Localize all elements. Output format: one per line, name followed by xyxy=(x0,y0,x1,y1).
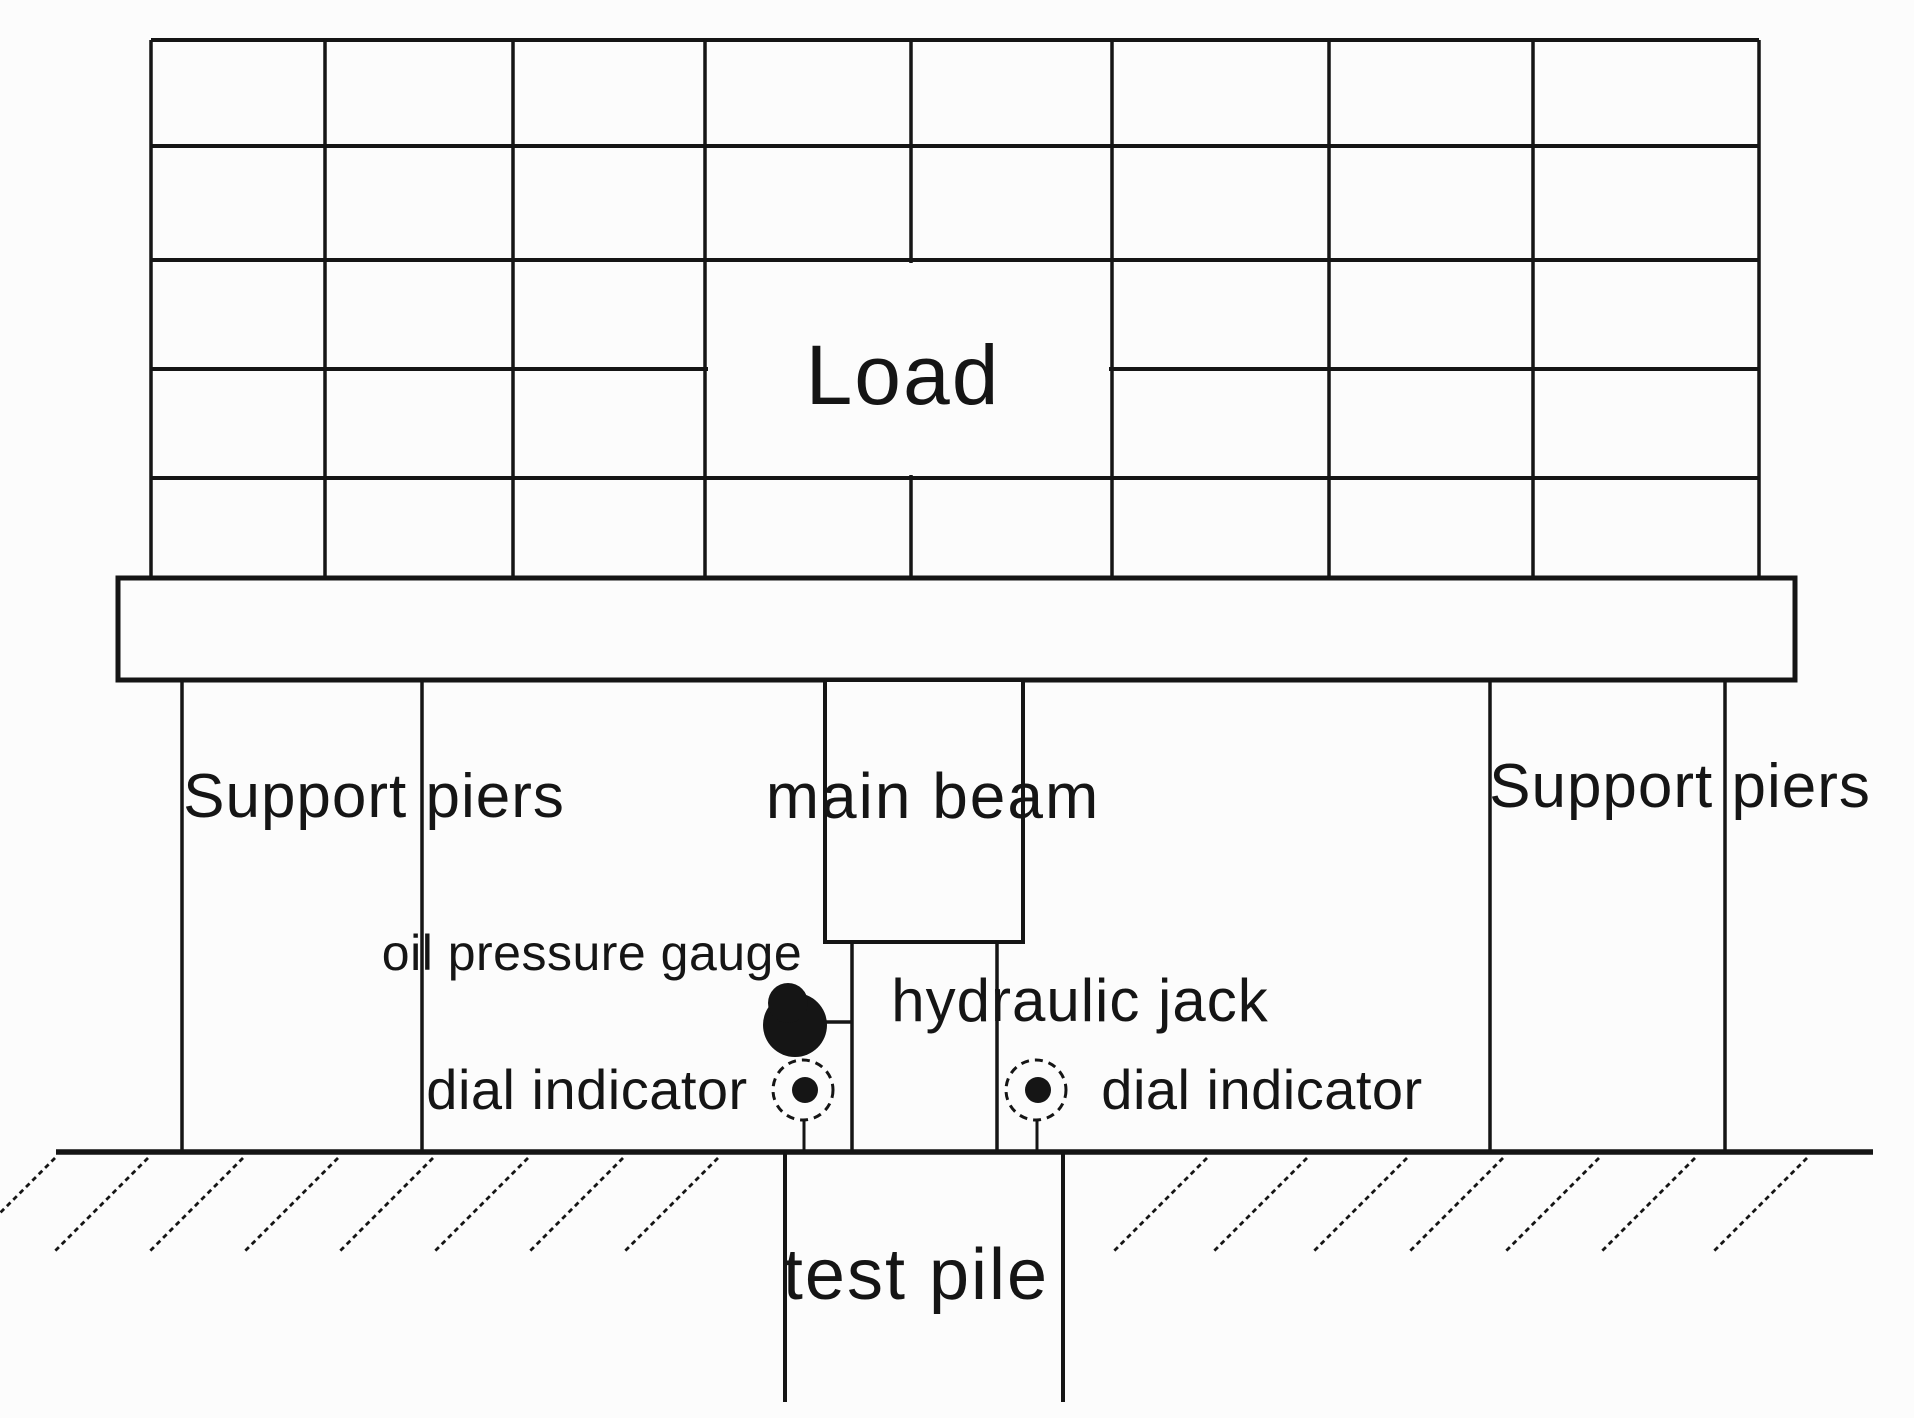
hatch-mark xyxy=(1312,1157,1408,1253)
dial-indicator-right-icon xyxy=(1004,1058,1068,1152)
hatch-mark xyxy=(1112,1157,1208,1253)
support-piers-right-label: Support piers xyxy=(1489,752,1871,821)
hatch-mark xyxy=(1600,1157,1696,1253)
support-piers-left-label: Support piers xyxy=(183,762,565,831)
oil-pressure-gauge-icon xyxy=(763,983,853,1057)
hatch-mark xyxy=(0,1157,56,1215)
hatch-mark xyxy=(338,1157,434,1253)
hydraulic-jack-label: hydraulic jack xyxy=(891,967,1269,1034)
test-pile-label: test pile xyxy=(783,1235,1049,1315)
hatch-mark xyxy=(528,1157,624,1253)
support-platform xyxy=(115,575,1798,683)
load-cell xyxy=(708,263,1109,475)
main-beam-label: main beam xyxy=(766,760,1101,832)
hatch-mark xyxy=(433,1157,529,1253)
support-piers-lines xyxy=(180,680,1727,1152)
hatch-mark xyxy=(1504,1157,1600,1253)
dial-indicator-left-label: dial indicator xyxy=(426,1058,747,1121)
hatch-mark xyxy=(1408,1157,1504,1253)
load-label: Load xyxy=(806,328,1001,422)
hatch-mark xyxy=(1712,1157,1808,1253)
hatch-mark xyxy=(148,1157,244,1253)
hatch-mark xyxy=(1212,1157,1308,1253)
dial-indicator-right-label: dial indicator xyxy=(1101,1058,1422,1121)
hatch-mark xyxy=(243,1157,339,1253)
main-beam-box xyxy=(823,678,1025,944)
dial-indicator-left-icon xyxy=(771,1058,835,1152)
hatch-mark xyxy=(623,1157,719,1253)
oil-pressure-gauge-label: oil pressure gauge xyxy=(382,925,802,981)
hatch-mark xyxy=(53,1157,149,1253)
ground-hatching xyxy=(0,1157,1808,1253)
